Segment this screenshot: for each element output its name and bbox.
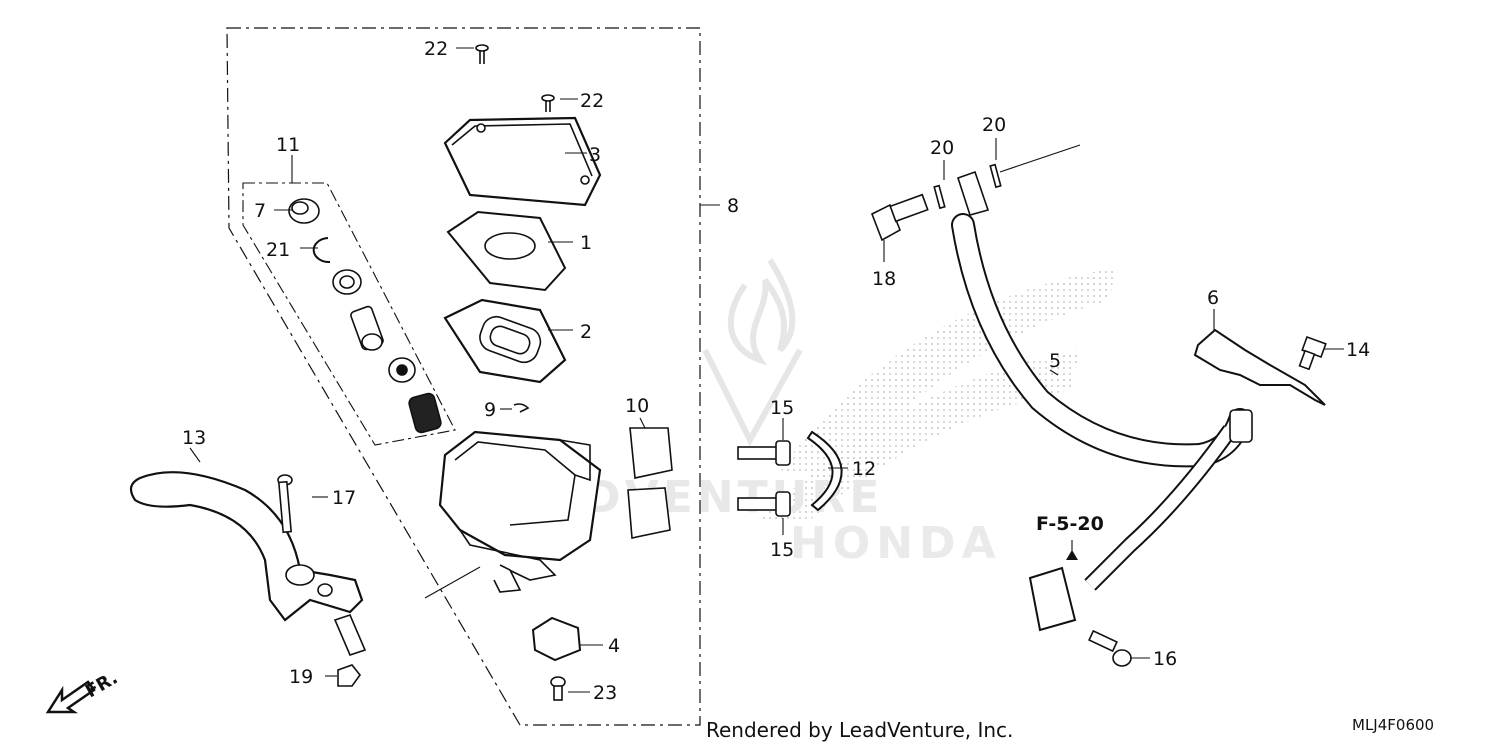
piston-seal	[332, 269, 362, 295]
master-cylinder-body	[438, 430, 602, 562]
piston	[350, 305, 384, 351]
label-20: 20	[982, 114, 1006, 136]
label-18: 18	[872, 268, 896, 290]
label-11: 11	[276, 134, 300, 156]
watermark-wing	[780, 268, 1115, 480]
label-20: 20	[930, 137, 954, 159]
bolt-15-lower	[737, 491, 791, 517]
screw-23	[550, 676, 566, 701]
direction-label: FR.	[82, 667, 121, 702]
reservoir-cap	[443, 116, 602, 207]
screw-22-lower	[541, 94, 555, 112]
label-21: 21	[266, 239, 290, 261]
reference-arrow	[1066, 550, 1078, 560]
label-2: 2	[580, 321, 592, 343]
nut-19	[337, 664, 362, 687]
subassembly-boundary	[242, 182, 456, 446]
washer-20-b	[989, 163, 1002, 189]
pivot-bolt-17	[277, 474, 293, 534]
boot-7	[288, 198, 320, 224]
hose-guide-6	[1193, 328, 1326, 406]
label-5: 5	[1049, 350, 1061, 372]
label-14: 14	[1346, 339, 1370, 361]
clip-9	[513, 403, 530, 413]
switch-4	[531, 616, 582, 662]
label-10: 10	[625, 395, 649, 417]
label-12: 12	[852, 458, 876, 480]
part-labels: 22 22 3 1 2 8 9 10 11 7 21 13 17 19 4 23…	[182, 38, 1370, 704]
label-4: 4	[608, 635, 620, 657]
washer-20-a	[933, 184, 946, 210]
bolt-15-upper	[737, 440, 791, 466]
credit-text: Rendered by LeadVenture, Inc.	[706, 718, 1014, 742]
label-1: 1	[580, 232, 592, 254]
diagram-code: MLJ4F0600	[1352, 716, 1435, 734]
circlip-21	[312, 237, 331, 264]
screw-22-top	[475, 44, 489, 64]
spring	[408, 392, 442, 434]
banjo-bolt-18	[870, 193, 929, 242]
label-17: 17	[332, 487, 356, 509]
holder-10	[627, 427, 673, 539]
brake-lever-13	[129, 471, 364, 622]
reference-tag: F-5-20	[1036, 513, 1104, 535]
label-15: 15	[770, 397, 794, 419]
bolt-14	[1298, 335, 1327, 371]
label-23: 23	[593, 682, 617, 704]
label-13: 13	[182, 427, 206, 449]
watermark-text: HONDA	[790, 518, 1002, 569]
label-7: 7	[254, 200, 266, 222]
label-19: 19	[289, 666, 313, 688]
cup	[388, 357, 416, 383]
watermark-logo	[702, 258, 803, 447]
clamp-12	[806, 430, 843, 512]
label-16: 16	[1153, 648, 1177, 670]
label-15: 15	[770, 539, 794, 561]
front-direction-arrow: FR.	[45, 667, 121, 714]
leader-lines	[189, 47, 1344, 693]
label-3: 3	[589, 144, 601, 166]
label-22: 22	[580, 90, 604, 112]
label-8: 8	[727, 195, 739, 217]
label-6: 6	[1207, 287, 1219, 309]
label-22: 22	[424, 38, 448, 60]
bolt-16	[1088, 629, 1132, 667]
label-9: 9	[484, 399, 496, 421]
